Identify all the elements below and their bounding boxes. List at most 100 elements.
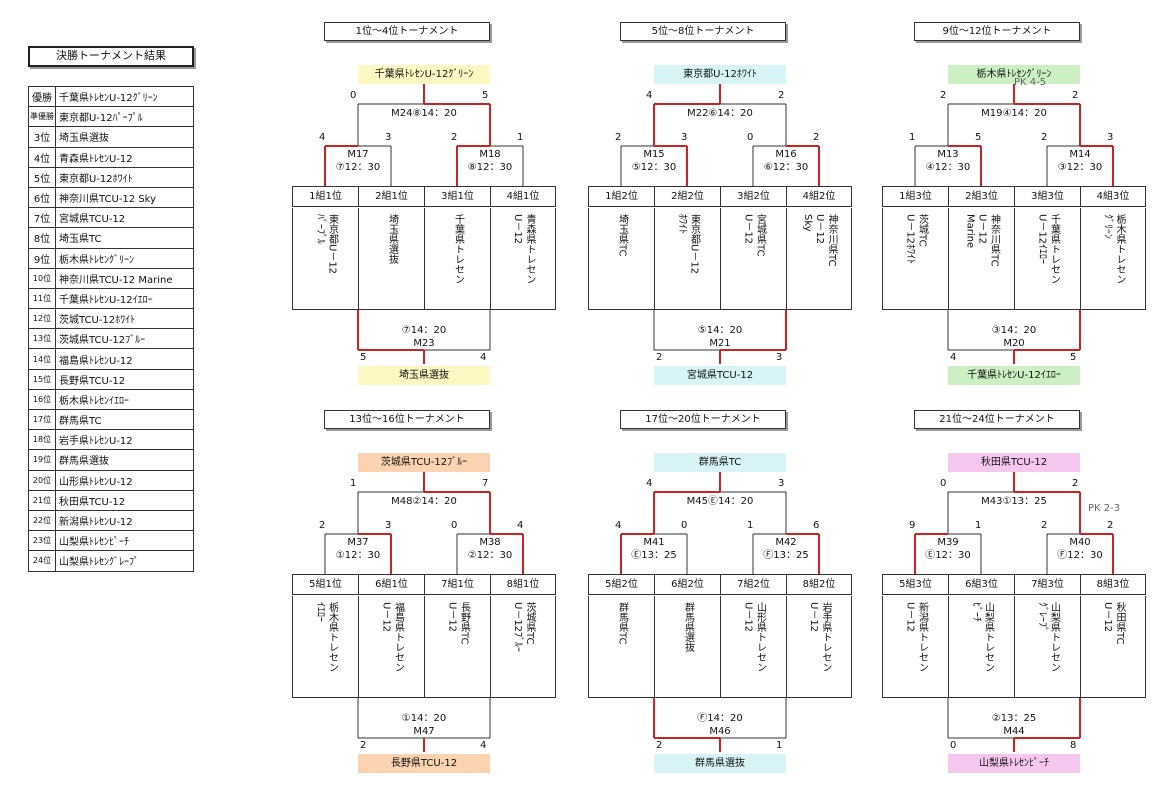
semi-score-right: 3 — [1107, 132, 1114, 143]
team-name: 山梨県トレセン — [1048, 602, 1060, 672]
team-name: U－12 — [904, 602, 916, 633]
third-match-time: ②13：25 — [991, 713, 1037, 724]
team-name: 神奈川県TC — [988, 214, 1000, 267]
team-name: 秋田県TC — [1114, 602, 1125, 645]
semi-score-left: 2 — [615, 132, 622, 143]
winner-box: 群馬県TC — [654, 453, 786, 472]
result-team: 群馬県TC — [55, 408, 194, 431]
result-row: 19位群馬県選抜 — [28, 449, 194, 471]
team-name: 福島県トレセン — [392, 602, 404, 672]
team-name: 茨城県TC — [524, 602, 535, 645]
winner-box: 秋田県TCU-12 — [948, 453, 1080, 472]
group-header: 1組3位 — [882, 186, 948, 207]
group-header: 8組1位 — [490, 574, 556, 595]
semi-score-left: 1 — [747, 520, 754, 531]
team-box: 群馬県選抜 — [654, 596, 720, 698]
team-name: U－12 — [446, 602, 458, 633]
final-score-left: 4 — [646, 478, 653, 489]
final-score-left: 1 — [350, 478, 357, 489]
semi-match-id: M37 — [347, 537, 369, 548]
third-score-left: 5 — [360, 352, 367, 363]
semi-score-right: 2 — [1107, 520, 1114, 531]
semi-score-left: 2 — [1041, 520, 1048, 531]
group-header: 1組1位 — [292, 186, 358, 207]
semi-score-right: 3 — [385, 520, 392, 531]
team-name: ｸﾞﾚｰﾌﾟ — [1036, 602, 1048, 632]
semi-match-time: Ⓕ13：25 — [763, 550, 809, 561]
semi-score-left: 1 — [909, 132, 916, 143]
final-pk: PK 4-5 — [1014, 77, 1047, 88]
team-name: 千葉県トレセン — [1048, 214, 1060, 284]
semi-match-id: M13 — [937, 149, 959, 160]
result-row: 7位宮城県TCU-12 — [28, 207, 194, 229]
team-box: 栃木県トレセンｸﾞﾘｰﾝ — [1080, 208, 1146, 310]
team-name: 山梨県トレセン — [982, 602, 994, 672]
team-box: 埼玉県選抜 — [358, 208, 424, 310]
team-name: 埼玉県選抜 — [386, 214, 398, 264]
winner-box: 茨城県TCU-12ﾌﾞﾙｰ — [358, 453, 490, 472]
third-match-time: ⑦14：20 — [401, 325, 447, 336]
final-score-right: 2 — [1072, 90, 1079, 101]
third-match-time: ③14：20 — [991, 325, 1037, 336]
loser-box: 山梨県ﾄﾚｾﾝﾋﾟｰﾁ — [948, 754, 1080, 773]
result-row: 18位岩手県ﾄﾚｾﾝU-12 — [28, 429, 194, 451]
final-match-label: M24⑧14：20 — [391, 108, 457, 119]
third-score-right: 8 — [1070, 740, 1077, 751]
result-row: 準優勝東京都U-12ﾊﾟｰﾌﾟﾙ — [28, 106, 194, 128]
loser-box: 長野県TCU-12 — [358, 754, 490, 773]
winner-box: 栃木県ﾄﾚｾﾝｸﾞﾘｰﾝ — [948, 65, 1080, 84]
group-header: 5組1位 — [292, 574, 358, 595]
semi-match-time: ⑤12：30 — [631, 162, 677, 173]
tournament-title: 13位～16位トーナメント — [324, 410, 490, 429]
team-name: U－12 — [976, 214, 988, 245]
team-name: U－12 — [380, 602, 392, 633]
final-match-label: M19④14：20 — [981, 108, 1047, 119]
final-score-right: 2 — [1072, 478, 1079, 489]
final-score-left: 0 — [350, 90, 357, 101]
semi-match-id: M41 — [643, 537, 665, 548]
third-score-left: 2 — [360, 740, 367, 751]
team-name: 茨城TC — [916, 214, 928, 247]
team-name: 新潟県トレセン — [916, 602, 928, 672]
team-name: 千葉県トレセン — [452, 214, 464, 284]
group-header: 3組3位 — [1014, 186, 1080, 207]
final-match-label: M48②14：20 — [391, 496, 457, 507]
team-name: U－12ｲｴﾛｰ — [1036, 214, 1048, 265]
semi-match-id: M14 — [1069, 149, 1091, 160]
group-header: 7組3位 — [1014, 574, 1080, 595]
final-score-right: 3 — [778, 478, 785, 489]
semi-score-left: 4 — [615, 520, 622, 531]
loser-box: 群馬県選抜 — [654, 754, 786, 773]
group-header: 6組3位 — [948, 574, 1014, 595]
team-box: 埼玉県TC — [588, 208, 654, 310]
result-row: 22位新潟県ﾄﾚｾﾝU-12 — [28, 509, 194, 532]
third-match-id: M46 — [709, 726, 731, 737]
team-name: U－12 — [814, 214, 825, 245]
third-match-id: M21 — [709, 338, 731, 349]
semi-match-time: ⑦12：30 — [335, 162, 381, 173]
final-match-label: M45Ⓔ14：20 — [686, 496, 754, 507]
result-row: 11位千葉県ﾄﾚｾﾝU-12ｲｴﾛｰ — [28, 287, 194, 310]
team-name: U－12 — [1102, 602, 1113, 633]
team-name: 栃木県トレセン — [1114, 214, 1125, 284]
result-row: 17位群馬県TC — [28, 408, 194, 431]
